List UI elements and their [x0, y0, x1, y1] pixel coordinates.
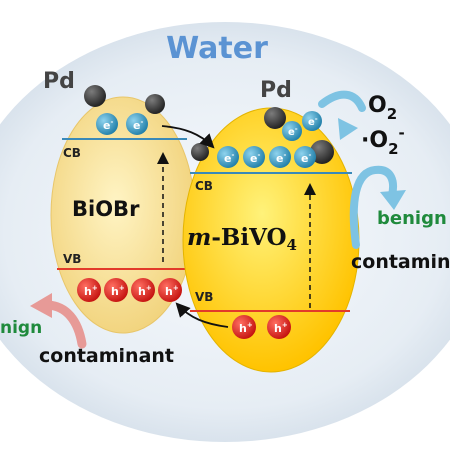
electron	[302, 111, 322, 131]
hole	[267, 315, 291, 339]
electron-label: e-	[288, 125, 298, 138]
bivo4-holes: h+ h+	[232, 315, 291, 339]
water-title: Water	[166, 31, 268, 66]
biobr-label: BiOBr	[72, 197, 140, 221]
electron-label: e-	[308, 115, 318, 128]
hole	[158, 278, 182, 302]
pd-electrons: e- e-	[282, 111, 322, 141]
o2-label: O2	[368, 93, 397, 123]
o2-arrow-head	[338, 118, 358, 140]
left-benign-label: nign	[0, 318, 42, 338]
electron	[294, 146, 316, 168]
biobr-vb-label: VB	[63, 252, 81, 266]
right-degradation-arrow-head	[380, 190, 406, 210]
left-contaminant-label: contaminant	[39, 345, 174, 367]
hole	[104, 278, 128, 302]
electron	[96, 113, 118, 135]
electron	[282, 121, 302, 141]
right-degradation-arrow	[349, 165, 397, 249]
electron-label: e-	[276, 151, 286, 165]
biobr-holes: h+ h+ h+ h+	[77, 278, 182, 302]
hole-label: h+	[111, 284, 125, 298]
hole	[77, 278, 101, 302]
hole	[232, 315, 256, 339]
hole-label: h+	[84, 284, 98, 298]
bivo4-vb-label: VB	[195, 290, 213, 304]
hole-label: h+	[165, 284, 179, 298]
hole-label: h+	[239, 321, 253, 335]
electron-label: e-	[250, 151, 260, 165]
electron	[217, 146, 239, 168]
electron-label: e-	[224, 151, 234, 165]
hole-label: h+	[138, 284, 152, 298]
electron	[243, 146, 265, 168]
electron-transfer-arrow	[161, 125, 215, 149]
right-contaminant-label: contamin	[351, 251, 450, 273]
left-degradation-arrow-head	[30, 293, 52, 318]
hole-label: h+	[274, 321, 288, 335]
pd-nanoparticle	[310, 140, 334, 164]
hole-transfer-arrow	[175, 302, 229, 328]
hole	[131, 278, 155, 302]
right-benign-label: benign	[377, 208, 447, 229]
electron-label: e-	[301, 151, 311, 165]
pd-label-right: Pd	[260, 78, 292, 103]
bivo4-electrons: e- e- e- e-	[217, 146, 316, 168]
electron-label: e-	[103, 118, 113, 132]
biobr-cb-label: CB	[63, 146, 81, 160]
electron	[126, 113, 148, 135]
pd-label-left: Pd	[43, 69, 75, 94]
left-degradation-arrow	[43, 300, 87, 349]
electron-label: e-	[133, 118, 143, 132]
bivo4-label: m-BiVO4	[187, 224, 297, 254]
bivo4-cb-label: CB	[195, 179, 213, 193]
pd-nanoparticle	[145, 94, 165, 114]
superoxide-label: ·O2-	[361, 124, 405, 158]
pd-nanoparticle	[264, 107, 286, 129]
o2-reduction-arrow	[318, 90, 366, 112]
pd-nanoparticle	[191, 143, 209, 161]
electron	[269, 146, 291, 168]
pd-nanoparticle	[84, 85, 106, 107]
